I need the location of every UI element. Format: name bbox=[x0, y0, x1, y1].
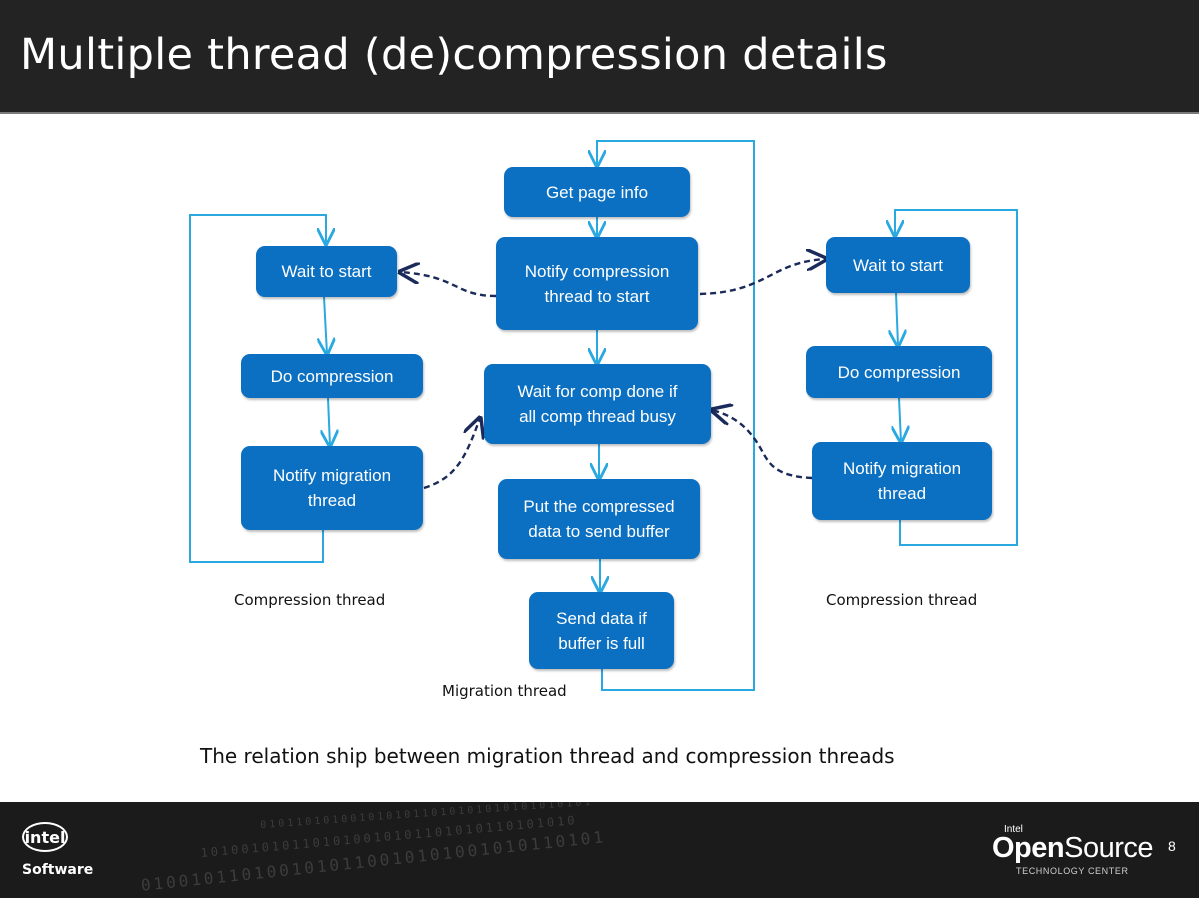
left-loop-back bbox=[189, 214, 326, 563]
label-migration-thread: Migration thread bbox=[442, 682, 567, 700]
page-number: 8 bbox=[1168, 838, 1176, 854]
right-box-do-compression: Do compression bbox=[806, 346, 992, 398]
slide-header: Multiple thread (de)compression details bbox=[0, 0, 1199, 114]
opensource-logo: OpenSource bbox=[992, 832, 1154, 865]
signal-right-notify-to-wait bbox=[712, 410, 813, 480]
box-send-data: Send data if buffer is full bbox=[529, 592, 674, 669]
left-arrow-wait-to-do bbox=[324, 296, 327, 354]
migration-loop-back bbox=[597, 140, 755, 691]
slide-title: Multiple thread (de)compression details bbox=[20, 30, 888, 80]
intel-logo: intel bbox=[22, 822, 68, 852]
left-arrow-do-to-notify bbox=[328, 397, 330, 446]
left-box-notify-migration: Notify migration thread bbox=[241, 446, 423, 530]
right-box-notify-migration: Notify migration thread bbox=[812, 442, 992, 520]
right-arrow-do-to-notify bbox=[899, 397, 901, 442]
opensource-logo-source: Source bbox=[1064, 832, 1154, 864]
signal-left-notify-to-wait bbox=[423, 418, 480, 490]
box-wait-comp-done: Wait for comp done if all comp thread bu… bbox=[484, 364, 711, 444]
box-notify-compression-start: Notify compression thread to start bbox=[496, 237, 698, 330]
diagram-caption: The relation ship between migration thre… bbox=[200, 744, 895, 768]
slide-footer: 0100101101001010110010101001010110101 10… bbox=[0, 802, 1199, 898]
signal-notify-to-right-wait bbox=[699, 259, 826, 296]
opensource-logo-intel: Intel bbox=[1004, 824, 1023, 835]
opensource-logo-center: TECHNOLOGY CENTER bbox=[1016, 866, 1129, 876]
right-loop-back bbox=[895, 209, 1018, 546]
left-box-wait-to-start: Wait to start bbox=[256, 246, 397, 297]
signal-notify-to-left-wait bbox=[400, 272, 497, 298]
label-right-compression-thread: Compression thread bbox=[826, 591, 978, 609]
right-arrow-wait-to-do bbox=[896, 292, 898, 346]
box-get-page-info: Get page info bbox=[504, 167, 690, 217]
left-box-do-compression: Do compression bbox=[241, 354, 423, 398]
right-box-wait-to-start: Wait to start bbox=[826, 237, 970, 293]
opensource-logo-open: Open bbox=[992, 832, 1065, 864]
box-put-compressed-data: Put the compressed data to send buffer bbox=[498, 479, 700, 559]
software-logo-text: Software bbox=[22, 862, 94, 878]
label-left-compression-thread: Compression thread bbox=[234, 591, 386, 609]
